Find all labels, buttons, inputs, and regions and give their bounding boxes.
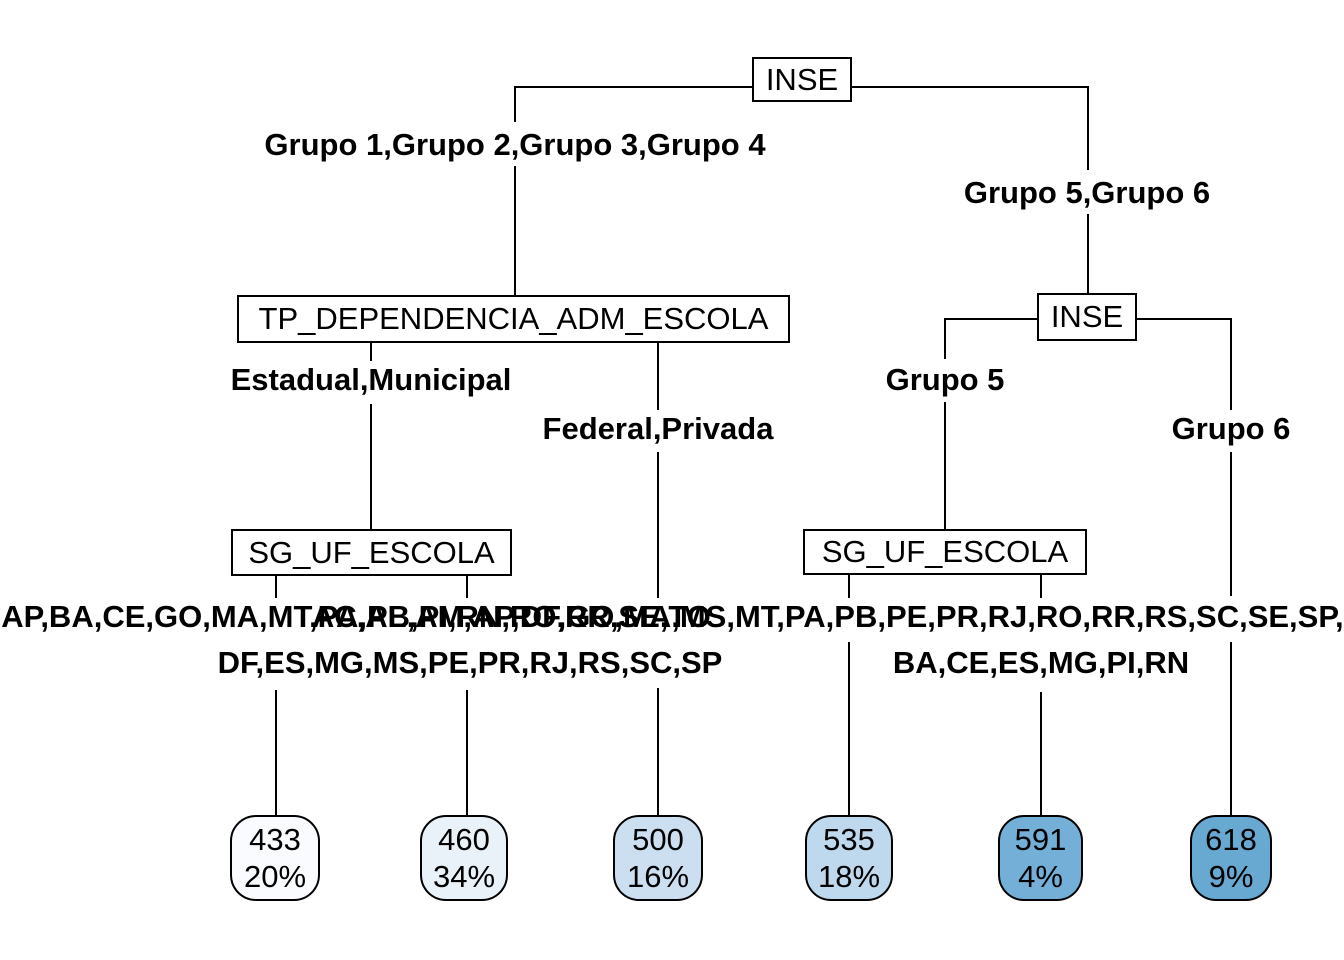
edge-line (1087, 86, 1089, 170)
edge-line (848, 575, 850, 598)
leaf-percent: 34% (432, 859, 496, 894)
edge-line (945, 318, 1037, 320)
edge-label-grupo-6: Grupo 6 (1171, 411, 1291, 446)
edge-line (657, 343, 659, 410)
leaf-percent: 18% (817, 859, 881, 894)
leaf-value: 591 (1014, 822, 1067, 857)
edge-label-states-leaf460: DF,ES,MG,MS,PE,PR,RJ,RS,SC,SP (217, 645, 723, 680)
edge-line (514, 166, 516, 295)
leaf-node-460: 460 34% (420, 815, 508, 901)
edge-line (944, 402, 946, 529)
edge-label-states-leaf535: AC,AL,AM,AP,DF,GO,MA,MS,MT,PA,PB,PE,PR,R… (311, 599, 1344, 634)
leaf-percent: 9% (1208, 859, 1254, 894)
edge-line (1040, 575, 1042, 598)
edge-label-grupo-5: Grupo 5 (885, 362, 1005, 397)
edge-line (1230, 318, 1232, 410)
edge-line (514, 86, 516, 122)
edge-label-federal-privada: Federal,Privada (542, 411, 774, 446)
tree-node-root: INSE (752, 57, 852, 102)
edge-line (275, 690, 277, 815)
edge-line (370, 343, 372, 361)
leaf-value: 500 (632, 822, 684, 857)
edge-line (466, 690, 468, 815)
tree-node-sg-uf-left: SG_UF_ESCOLA (231, 529, 512, 576)
edge-line (1087, 214, 1089, 293)
edge-line (275, 576, 277, 598)
edge-line (1230, 452, 1232, 596)
edge-label-grupo-5-6: Grupo 5,Grupo 6 (963, 175, 1211, 210)
leaf-node-500: 500 16% (613, 815, 703, 901)
edge-line (370, 404, 372, 529)
tree-node-dependencia: TP_DEPENDENCIA_ADM_ESCOLA (237, 295, 790, 343)
leaf-value: 433 (249, 822, 301, 857)
edge-line (657, 452, 659, 598)
edge-line (466, 576, 468, 598)
leaf-node-535: 535 18% (805, 815, 893, 901)
leaf-value: 618 (1205, 822, 1257, 857)
edge-label-estadual-municipal: Estadual,Municipal (230, 362, 512, 397)
leaf-percent: 20% (243, 859, 307, 894)
leaf-percent: 4% (1018, 859, 1063, 894)
leaf-value: 535 (823, 822, 875, 857)
edge-line (657, 688, 659, 815)
leaf-percent: 16% (626, 859, 690, 894)
edge-label-grupo-1-4: Grupo 1,Grupo 2,Grupo 3,Grupo 4 (264, 127, 766, 162)
leaf-node-591: 591 4% (998, 815, 1083, 901)
edge-line (944, 318, 946, 359)
edge-line (1230, 642, 1232, 815)
edge-line (852, 86, 1088, 88)
leaf-node-433: 433 20% (230, 815, 320, 901)
edge-label-states-leaf591: BA,CE,ES,MG,PI,RN (892, 645, 1190, 680)
tree-node-inse2: INSE (1037, 293, 1137, 341)
leaf-node-618: 618 9% (1190, 815, 1272, 901)
edge-line (1040, 692, 1042, 815)
edge-line (848, 642, 850, 815)
edge-line (515, 86, 752, 88)
leaf-value: 460 (438, 822, 490, 857)
tree-node-sg-uf-right: SG_UF_ESCOLA (803, 529, 1087, 575)
edge-label-states-leaf433: AC,AL,AM,AP,BA,CE,GO,MA,MT,PA,PB,PI,RN,R… (0, 599, 711, 634)
edge-line (1137, 318, 1231, 320)
